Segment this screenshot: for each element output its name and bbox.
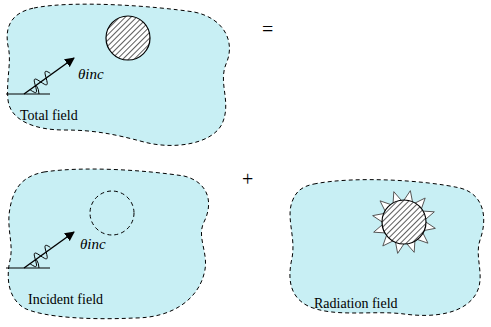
field-region: Radiation field [284,178,488,323]
illustration [6,16,150,94]
wave-symbol [30,245,50,266]
angle-arc [36,259,39,268]
operator-symbol: + [242,168,253,190]
reference-line [6,268,50,269]
angle-arc [36,85,39,94]
incidence-arrow [24,232,74,268]
dashed-blob [7,4,229,145]
region-caption: Incident field [28,292,103,307]
region-caption: Total field [20,108,78,123]
angle-label: θinc [80,236,106,253]
region-caption: Radiation field [314,296,398,311]
scatterer-circle [106,16,150,60]
scatterer-circle [382,200,426,244]
region-outline [4,2,236,152]
radiation-spikes [373,191,436,254]
incidence-arrow [24,58,74,94]
dashed-circle [90,191,134,235]
field-region: Incident field [4,168,214,323]
dashed-blob [290,180,484,316]
field-region: Total field [4,2,236,152]
illustration [6,191,134,268]
operator-symbol: = [262,18,273,40]
reference-line [6,94,50,95]
dashed-blob [8,169,208,319]
illustration [373,191,436,254]
angle-label: θinc [78,66,104,83]
wave-symbol [30,71,50,92]
